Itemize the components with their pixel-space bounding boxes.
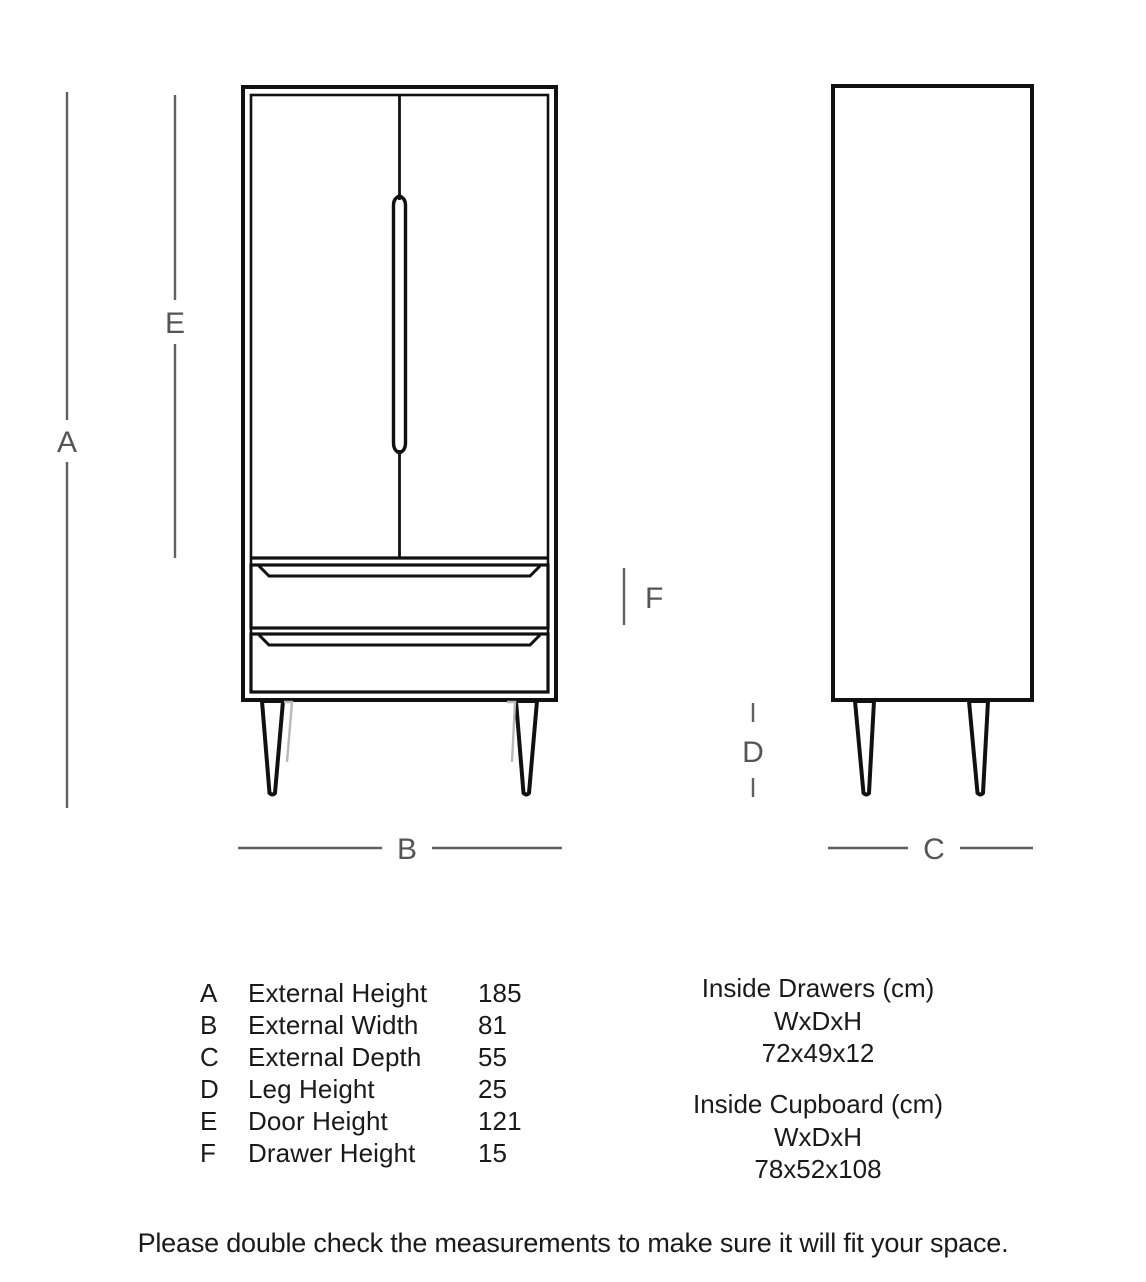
inside-drawers-block: Inside Drawers (cm) WxDxH 72x49x12 bbox=[608, 972, 1028, 1070]
dimension-label-f: F bbox=[645, 582, 663, 615]
dimension-label-a: A bbox=[57, 426, 77, 459]
spec-letter: C bbox=[200, 1042, 219, 1072]
table-row: A External Height 185 bbox=[200, 978, 540, 1010]
spec-label: Leg Height bbox=[248, 1074, 375, 1104]
spec-label: Door Height bbox=[248, 1106, 388, 1136]
spec-letter: A bbox=[200, 978, 218, 1008]
inside-cupboard-axes: WxDxH bbox=[773, 1121, 863, 1152]
table-row: D Leg Height 25 bbox=[200, 1074, 540, 1106]
dimension-label-b: B bbox=[397, 833, 417, 866]
dimension-marker-d: D bbox=[742, 703, 764, 797]
side-carcass bbox=[831, 84, 1034, 702]
side-leg-left bbox=[852, 699, 877, 797]
drawer-lower-handle bbox=[257, 633, 542, 647]
dimension-marker-a: A bbox=[57, 92, 77, 808]
table-row: C External Depth 55 bbox=[200, 1042, 540, 1074]
leg-front-right bbox=[513, 699, 540, 797]
spec-label: Drawer Height bbox=[248, 1138, 416, 1168]
spec-letter: B bbox=[200, 1010, 218, 1040]
front-view bbox=[241, 85, 558, 797]
door-handle bbox=[391, 194, 408, 455]
inside-cupboard-block: Inside Cupboard (cm) WxDxH 78x52x108 bbox=[608, 1088, 1028, 1186]
cabinet-outer-frame bbox=[241, 85, 558, 702]
dimension-marker-f: F bbox=[622, 568, 663, 625]
leg-rear-right-hint bbox=[507, 700, 517, 763]
spec-value: 25 bbox=[478, 1074, 508, 1104]
dimension-marker-b: B bbox=[238, 833, 562, 866]
side-view bbox=[831, 84, 1034, 797]
spec-letter: D bbox=[200, 1074, 219, 1104]
spec-letter: F bbox=[200, 1138, 216, 1168]
spec-label: External Depth bbox=[248, 1042, 422, 1072]
spec-value: 15 bbox=[478, 1138, 508, 1168]
table-row: E Door Height 121 bbox=[200, 1106, 540, 1138]
side-leg-right bbox=[966, 699, 991, 797]
dimension-marker-c: C bbox=[828, 833, 1033, 866]
table-row: B External Width 81 bbox=[200, 1010, 540, 1042]
dimension-label-d: D bbox=[742, 736, 764, 769]
drawer-lower bbox=[249, 632, 550, 694]
spec-value: 81 bbox=[478, 1010, 508, 1040]
measurement-disclaimer: Please double check the measurements to … bbox=[137, 1228, 1009, 1258]
leg-rear-left-hint bbox=[284, 700, 294, 763]
drawer-upper-handle bbox=[257, 564, 542, 578]
dimension-marker-e: E bbox=[165, 95, 185, 558]
leg-front-left bbox=[259, 699, 286, 797]
spec-label: External Height bbox=[248, 978, 428, 1008]
drawer-upper bbox=[249, 563, 550, 630]
dimension-label-e: E bbox=[165, 307, 185, 340]
inside-cupboard-title: Inside Cupboard (cm) bbox=[693, 1089, 943, 1119]
dimension-label-c: C bbox=[923, 833, 945, 866]
spec-value: 185 bbox=[478, 978, 522, 1008]
inside-drawers-title: Inside Drawers (cm) bbox=[701, 973, 935, 1003]
spec-letter: E bbox=[200, 1106, 218, 1136]
spec-value: 121 bbox=[478, 1106, 522, 1136]
inside-drawers-dimensions: 72x49x12 bbox=[761, 1038, 875, 1068]
spec-value: 55 bbox=[478, 1042, 508, 1072]
table-row: F Drawer Height 15 bbox=[200, 1138, 540, 1170]
inside-drawers-axes: WxDxH bbox=[773, 1005, 863, 1036]
spec-label: External Width bbox=[248, 1010, 419, 1040]
specification-table: A External Height 185 B External Width 8… bbox=[200, 978, 540, 1170]
inside-cupboard-dimensions: 78x52x108 bbox=[754, 1154, 882, 1184]
